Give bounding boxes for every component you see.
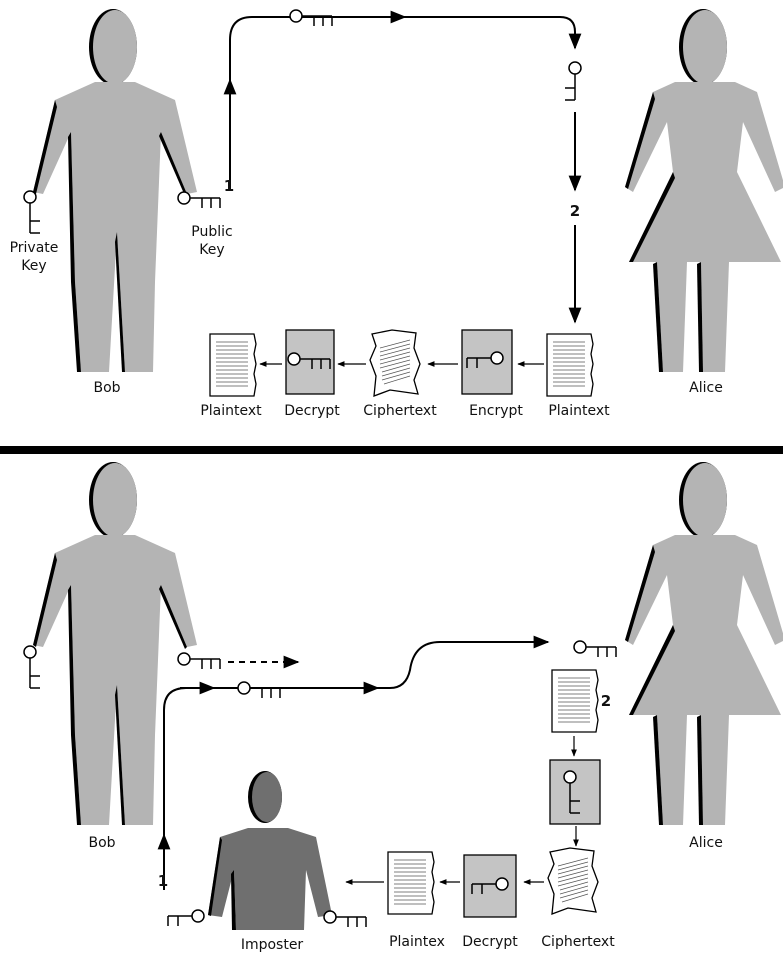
bob-label-top: Bob (93, 380, 120, 396)
bottom-panel: Imposter 1 2 Plaintex D (24, 462, 783, 953)
alice-received-key-icon-bottom (574, 641, 616, 657)
step-2-label-bottom: 2 (601, 692, 611, 710)
bottom-label-plaintext: Plaintex (389, 934, 445, 950)
ciphertext-doc-top (370, 330, 420, 396)
private-key-icon (24, 191, 40, 233)
bottom-label-ciphertext: Ciphertext (541, 934, 615, 950)
encrypt-box-top (462, 330, 512, 394)
alice-figure-bottom (625, 462, 783, 825)
top-panel: Private Key Public Key 1 2 (10, 9, 783, 419)
imposter-public-key-icon (324, 911, 366, 927)
pipeline-label-ciphertext: Ciphertext (363, 403, 437, 419)
plaintext-in-doc-top (547, 334, 593, 396)
alice-label-top: Alice (689, 380, 723, 396)
ciphertext-doc-bottom (548, 848, 598, 914)
alice-plaintext-doc-bottom (552, 670, 598, 732)
encrypt-box-bottom (550, 760, 600, 824)
alice-figure-top (625, 9, 783, 372)
imposter-plaintext-doc (388, 852, 434, 914)
plaintext-out-doc-top (210, 334, 256, 396)
panel-divider (0, 446, 783, 454)
bottom-label-decrypt: Decrypt (462, 934, 518, 950)
public-key-label-line2: Key (199, 242, 224, 258)
public-key-label-line1: Public (191, 224, 232, 240)
pipeline-label-plaintext-out: Plaintext (200, 403, 262, 419)
imposter-private-key-icon (168, 910, 204, 926)
bob-public-key-icon-bottom (178, 653, 220, 669)
private-key-label-line1: Private (10, 240, 59, 256)
pipeline-label-decrypt: Decrypt (284, 403, 340, 419)
pipeline-label-encrypt: Encrypt (469, 403, 523, 419)
step-2-label-top: 2 (570, 202, 580, 220)
imposter-label: Imposter (241, 937, 304, 953)
step-1-label-bottom: 1 (158, 872, 168, 890)
imposter-key-in-transit-icon (238, 682, 280, 698)
pipeline-label-plaintext-in: Plaintext (548, 403, 610, 419)
bob-label-bottom: Bob (88, 835, 115, 851)
decrypt-box-bottom (464, 855, 516, 917)
public-key-icon (178, 192, 220, 208)
imposter-figure (208, 771, 332, 930)
key-transfer-path (230, 17, 575, 190)
received-public-key-icon (565, 62, 581, 100)
bob-private-key-icon-bottom (24, 646, 40, 688)
step-1-label-top: 1 (224, 177, 234, 195)
bob-figure-bottom (33, 462, 197, 825)
decrypt-box-top (286, 330, 334, 394)
bob-figure-top (33, 9, 197, 372)
private-key-label-line2: Key (21, 258, 46, 274)
alice-label-bottom: Alice (689, 835, 723, 851)
